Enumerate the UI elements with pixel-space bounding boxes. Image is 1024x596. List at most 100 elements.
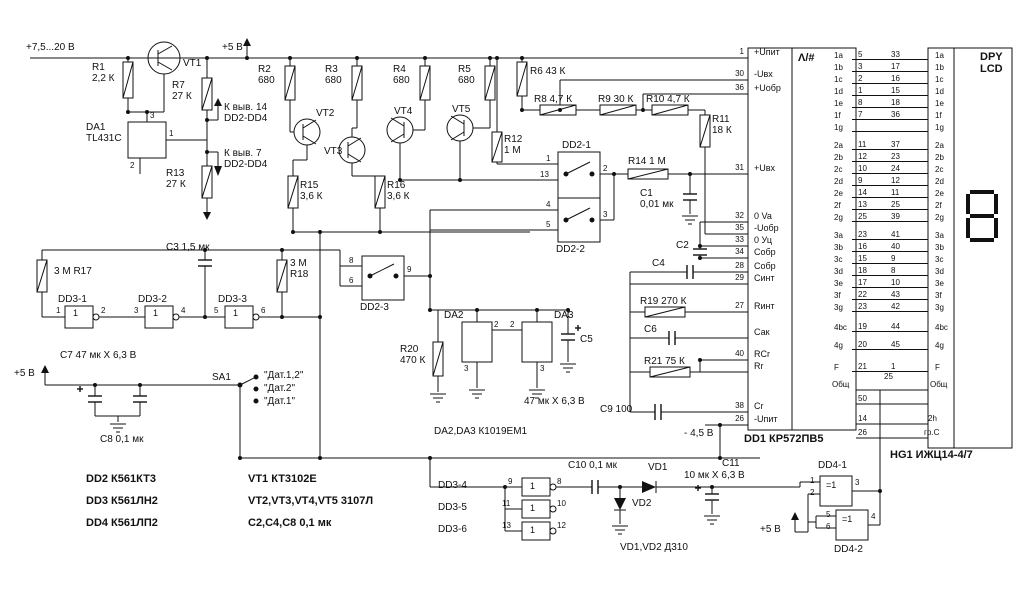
hg1-common-label: Общ [930,380,948,389]
wire [852,71,928,72]
label-vd2: VD2 [632,498,652,509]
dd1-pin-row: 30 -Uвх [726,69,846,80]
inverter-symbol: 1 [530,503,536,513]
label-c1: C1 0,01 мк [640,188,674,210]
label-sa1: SA1 [212,372,231,383]
label-dd3-1: DD3-1 [58,294,87,305]
segment-label: 1a [834,51,843,60]
dd1-pin-name: Rr [754,361,764,371]
label-dd3-5: DD3-5 [438,502,467,513]
diodes [614,481,657,511]
dd1-out-pin: 2 [858,74,863,83]
label-dat12: "Дат.1,2" [264,370,304,381]
label-dd3-2: DD3-2 [138,294,167,305]
dd4-1-pin-3: 3 [855,478,860,487]
segment-label: 3e [834,279,843,288]
dd1-out-pin: 9 [858,176,863,185]
label-dat1: "Дат.1" [264,396,296,407]
dd1-pin-name: +Uвх [754,163,776,173]
dd1-out-pin: 3 [858,62,863,71]
dd1-pin-name: Собр [754,261,776,271]
dd3-1-pin-1: 1 [56,306,61,315]
label-r17: 3 М R17 [54,266,92,277]
dd1-pin-number: 36 [735,83,744,92]
segment-label: 1e [935,99,944,108]
transistors [147,41,474,164]
resistors [36,61,711,378]
dd1-pin-name: Сак [754,327,770,337]
label-dd3-3: DD3-3 [218,294,247,305]
label-c3: C3 1,5 мк [166,242,210,253]
capacitors [77,193,719,501]
arrows [41,38,799,520]
segment-label: 1g [935,123,944,132]
label-r11: R11 18 К [712,114,732,136]
label-c11: C11 [722,458,740,469]
dd1-pin-number: 30 [735,69,744,78]
dd1-pin-name: +Uобр [754,83,781,93]
dd3-6-pin-13: 13 [502,521,511,530]
segment-label: 1c [834,75,843,84]
hg1-in-pin: 16 [891,74,900,83]
dd1-out-pin: 5 [858,50,863,59]
wire [852,263,928,264]
wire [852,209,928,210]
wire [852,349,928,350]
wires [30,44,928,533]
hg1-in-pin: 18 [891,98,900,107]
label-dd3-4: DD3-4 [438,480,467,491]
wire [852,331,928,332]
hg1-in-pin: 25 [891,200,900,209]
segment-label: 4bc [935,323,948,332]
da2-pin-3: 3 [464,364,469,373]
dd1-pin-number: 40 [735,349,744,358]
label-c8: C8 0,1 мк [100,434,144,445]
dd1-pin-name: -Uпит [754,414,778,424]
segment-label: F [834,363,839,372]
dd1-out-pin: 17 [858,278,867,287]
label-c7: C7 47 мк X 6,3 В [60,350,137,361]
label-dd4-2: DD4-2 [834,544,863,555]
segment-label: 1f [935,111,942,120]
hg1-in-pin: 37 [891,140,900,149]
wire [852,311,928,312]
hg1-in-pin: 41 [891,230,900,239]
label-r6: R6 43 К [530,66,566,77]
hg1-in-pin: 1 [891,362,896,371]
label-plus5v-left: +5 В [14,368,35,379]
dd2-2-pin-4: 4 [546,200,551,209]
dd1-pin-name: Cr [754,401,764,411]
label-c9: C9 100 [600,404,633,415]
dd1-pin-name: -Uвх [754,69,773,79]
segment-label: 3g [834,303,843,312]
segment-label: 1d [935,87,944,96]
hg1-in-pin: 11 [891,188,900,197]
dd1-pin-number: 31 [735,163,744,172]
wire [852,299,928,300]
dd1-out-pin: 15 [858,254,867,263]
label-da3: DA3 [554,310,574,321]
dd1-out-pin: 13 [858,200,867,209]
hg1-in-pin: 9 [891,254,896,263]
hg1-in-pin: 43 [891,290,900,299]
legend-vt2-vt5: VT2,VT3,VT4,VT5 3107Л [248,495,374,507]
dd1-out-pin: 1 [858,86,863,95]
segment-label: 3c [935,255,944,264]
segment-label: F [935,363,940,372]
da2-pin-2: 2 [494,320,499,329]
hg1-in-pin: 39 [891,212,900,221]
dd1-pin-name: -Uобр [754,223,779,233]
dd1-out-pin: 23 [858,230,867,239]
wire [852,287,928,288]
dd1-pin-number: 32 [735,211,744,220]
